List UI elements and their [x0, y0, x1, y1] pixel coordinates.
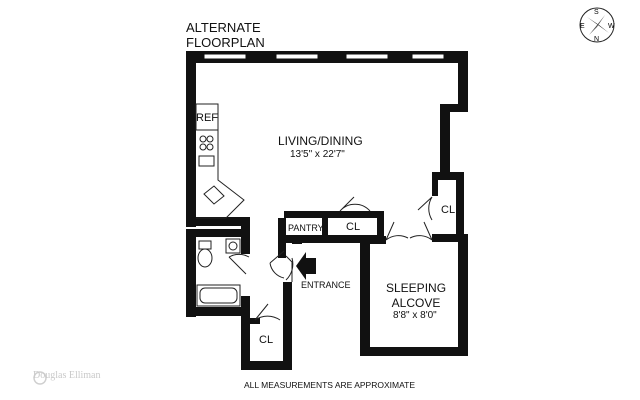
- watermark-text: Douglas Elliman: [33, 370, 101, 381]
- wall-bath-left: [186, 229, 196, 317]
- plan-title-line2: FLOORPLAN: [186, 35, 265, 50]
- watermark-logo-icon: [33, 371, 47, 385]
- wall-bath-bottom: [186, 307, 250, 316]
- wall-alcove-top-right: [432, 234, 468, 242]
- wall-right-mid: [440, 104, 450, 176]
- wall-closet-right: [456, 172, 464, 240]
- sleeping-name-line2: ALCOVE: [391, 296, 441, 310]
- door-bath: [228, 253, 250, 275]
- sleeping-alcove-name: SLEEPING ALCOVE: [386, 281, 446, 311]
- bathroom: [196, 238, 241, 307]
- living-room-name: LIVING/DINING: [278, 134, 363, 148]
- wall-cl3-right: [283, 312, 292, 370]
- wall-cl3-top-left: [250, 318, 260, 324]
- toilet-tank: [198, 240, 212, 250]
- wall-top: [186, 51, 468, 63]
- door-alcove-left: [385, 221, 409, 241]
- wall-closet-left: [432, 172, 438, 196]
- windows: [203, 53, 445, 60]
- sink: [198, 155, 215, 167]
- wall-bath-right: [241, 218, 250, 254]
- plan-title: ALTERNATE FLOORPLAN: [186, 20, 265, 50]
- wall-cl3-bottom: [241, 361, 292, 370]
- wall-alcove-right: [458, 234, 468, 356]
- sleeping-name-line1: SLEEPING: [386, 281, 447, 295]
- door-cl3: [254, 303, 281, 321]
- wall-right-upper: [458, 51, 468, 111]
- wall-alcove-left: [360, 238, 370, 356]
- burner-4: [206, 143, 214, 151]
- wall-pantry-divider: [322, 211, 328, 243]
- wall-left: [186, 51, 196, 227]
- compass-icon: S E W N: [579, 7, 615, 43]
- ref-label: REF: [196, 112, 218, 124]
- door-cl1: [339, 196, 371, 212]
- wall-closet-top: [432, 172, 462, 180]
- window-3: [345, 53, 389, 60]
- door-entrance: [285, 255, 294, 282]
- bath-sink-basin: [228, 241, 238, 251]
- compass-letter-w: W: [608, 23, 615, 30]
- window-2: [275, 53, 319, 60]
- bath-sink: [225, 238, 241, 254]
- wall-alcove-bottom: [360, 347, 468, 356]
- wall-corridor-lower: [283, 282, 292, 318]
- burner-3: [199, 143, 207, 151]
- living-room-dimensions: 13'5" x 22'7": [290, 149, 345, 160]
- door-alcove-right: [409, 221, 433, 241]
- kitchen: [195, 103, 245, 219]
- bathtub: [196, 284, 241, 307]
- wall-right-step: [440, 104, 468, 112]
- plan-title-line1: ALTERNATE: [186, 20, 261, 35]
- door-corridor: [269, 250, 285, 279]
- sleeping-alcove-dimensions: 8'8" x 8'0": [393, 310, 437, 321]
- pantry-label: PANTRY: [288, 223, 324, 233]
- wall-cl3-left: [241, 296, 250, 370]
- wall-pantry-bottom: [284, 235, 384, 243]
- burner-2: [206, 135, 214, 143]
- bathtub-inner: [199, 287, 238, 304]
- wall-kitchen-bath: [186, 217, 250, 226]
- closet-right-label: CL: [441, 204, 456, 216]
- measurement-footnote: ALL MEASUREMENTS ARE APPROXIMATE: [244, 380, 415, 390]
- compass-letter-s: S: [594, 9, 599, 16]
- compass-letter-n: N: [594, 36, 599, 43]
- burner-1: [199, 135, 207, 143]
- wall-bath-top: [186, 229, 250, 237]
- closet-entry-label: CL: [259, 334, 274, 346]
- entrance-arrow-icon: [296, 252, 316, 280]
- wall-corridor-left: [278, 218, 286, 258]
- entrance-label: ENTRANCE: [301, 280, 351, 290]
- dishwasher: [203, 185, 225, 205]
- closet-pantry-label: CL: [346, 221, 361, 233]
- wall-pantry-top: [284, 211, 384, 218]
- window-1: [203, 53, 247, 60]
- compass-letter-e: E: [580, 23, 585, 30]
- wall-cl1-right: [377, 211, 384, 243]
- wall-alcove-top-left: [360, 236, 386, 244]
- wall-entry-top: [292, 236, 302, 244]
- doors: [228, 196, 433, 321]
- walls: [186, 51, 468, 370]
- window-4: [411, 53, 445, 60]
- toilet-bowl: [197, 248, 213, 268]
- door-cl2: [417, 196, 433, 221]
- kitchen-counter: [196, 129, 245, 219]
